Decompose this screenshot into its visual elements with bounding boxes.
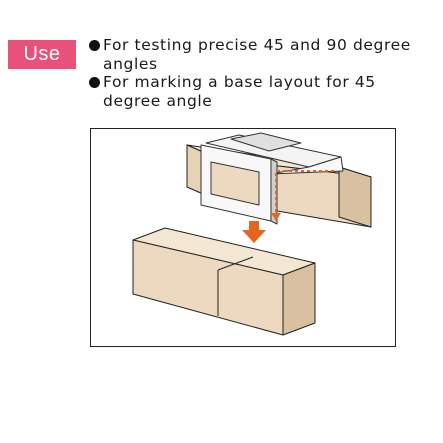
use-list: For testing precise 45 and 90 degree ang… <box>89 36 439 110</box>
use-list-item: For marking a base layout for 45 degree … <box>89 73 439 110</box>
bullet-icon <box>89 77 100 88</box>
lower-wood-block <box>132 227 316 336</box>
use-list-item-text: For marking a base layout for 45 degree … <box>103 73 376 110</box>
use-badge: Use <box>8 40 76 69</box>
square-tool <box>200 132 344 225</box>
marking-guide-line <box>271 170 337 221</box>
usage-illustration-svg <box>132 132 372 336</box>
usage-illustration <box>90 128 396 347</box>
use-list-item: For testing precise 45 and 90 degree ang… <box>89 36 439 73</box>
use-list-item-text: For testing precise 45 and 90 degree ang… <box>103 36 411 73</box>
down-arrow-icon <box>242 221 266 243</box>
bullet-icon <box>89 40 100 51</box>
